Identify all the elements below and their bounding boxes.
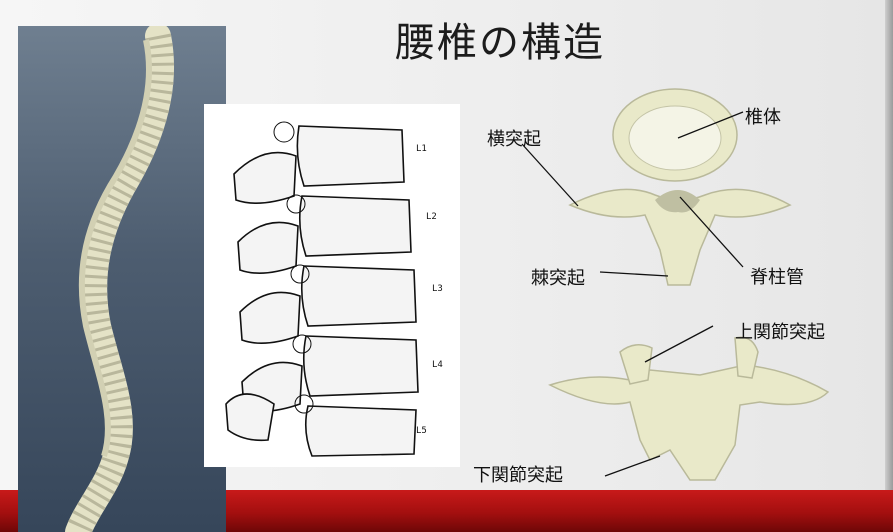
label-spinal-canal: 脊柱管 (750, 263, 804, 289)
label-inferior-articular-process: 下関節突起 (473, 461, 563, 487)
label-superior-articular-process: 上関節突起 (735, 318, 825, 344)
vertebral-body-surface (629, 106, 721, 170)
posterior-view-vertebra (550, 337, 828, 480)
label-spinous-process: 棘突起 (531, 264, 585, 290)
label-vertebral-body: 椎体 (745, 103, 781, 129)
label-transverse-process: 横突起 (487, 125, 541, 151)
